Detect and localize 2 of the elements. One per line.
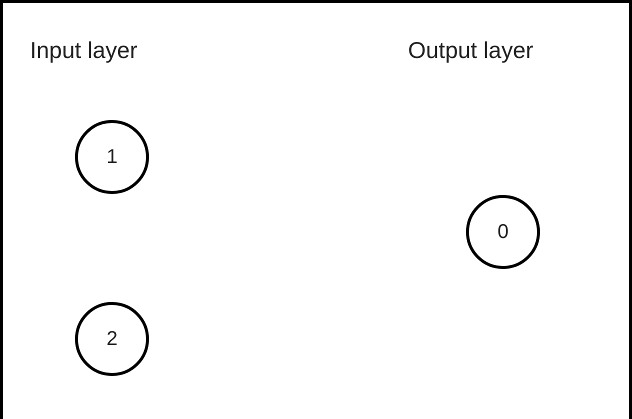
layer-label: Input layer: [30, 36, 138, 64]
layer-label: Output layer: [408, 36, 534, 64]
